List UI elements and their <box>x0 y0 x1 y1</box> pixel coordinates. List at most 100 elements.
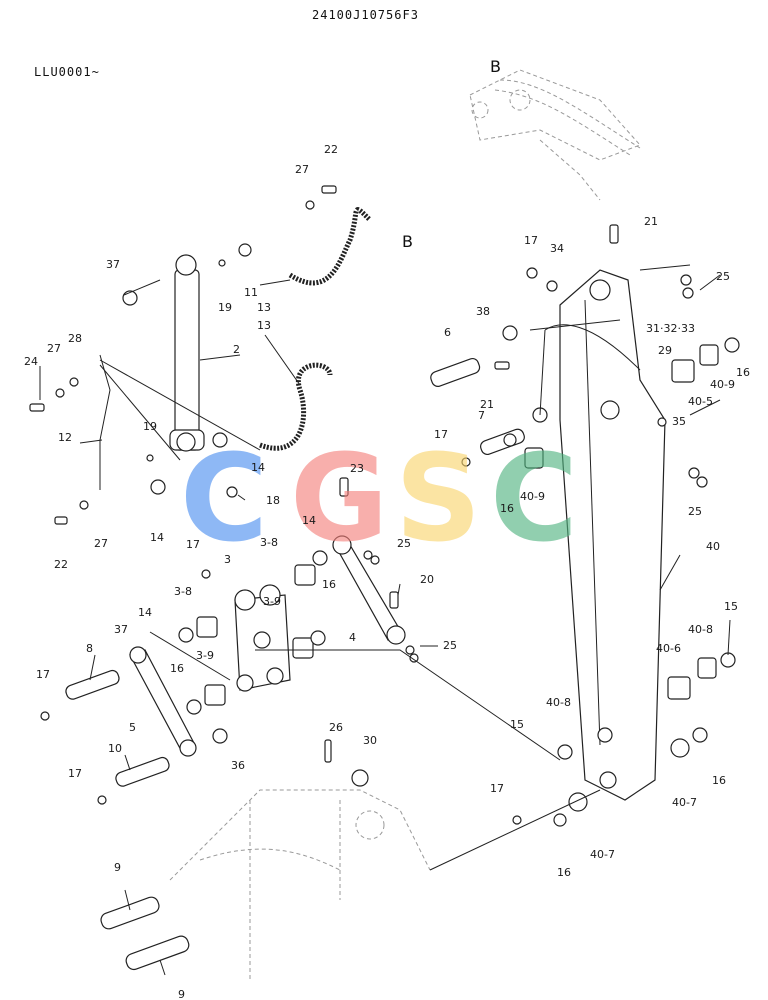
callout: 22 <box>324 143 338 156</box>
callout: 21 <box>644 215 658 228</box>
callout: 3-8 <box>174 585 192 598</box>
pipe-12 <box>99 354 111 490</box>
callout: 18 <box>266 494 280 507</box>
link-5 <box>129 646 197 757</box>
callout: 24 <box>24 355 38 368</box>
callout: 3-8 <box>260 536 278 549</box>
callout: 16 <box>322 578 336 591</box>
callout: 17 <box>186 538 200 551</box>
callout: 13 <box>257 319 271 332</box>
callout: 40-5 <box>688 395 713 408</box>
watermark-letter-4: C <box>490 430 578 569</box>
callout: 10 <box>108 742 122 755</box>
callout: 35 <box>672 415 686 428</box>
callout: 17 <box>490 782 504 795</box>
callout: 25 <box>716 270 730 283</box>
callout: 17 <box>524 234 538 247</box>
callout: 40-9 <box>710 378 735 391</box>
pin-10 <box>115 756 170 787</box>
callout: 16 <box>500 502 514 515</box>
callout: 20 <box>420 573 434 586</box>
watermark-letter-3: S <box>395 430 481 569</box>
callout: 4 <box>349 631 356 644</box>
callout: 36 <box>231 759 245 772</box>
callout: 14 <box>150 531 164 544</box>
callout: 21 <box>480 398 494 411</box>
callout: 37 <box>114 623 128 636</box>
callout: 15 <box>724 600 738 613</box>
callout: 16 <box>736 366 750 379</box>
callout: 5 <box>129 721 136 734</box>
watermark-letter-2: G <box>290 430 389 569</box>
callout: 17 <box>36 668 50 681</box>
callouts: 22 27 37 11 19 13 2 13 24 27 28 12 19 14… <box>24 143 750 1000</box>
callout: 15 <box>510 718 524 731</box>
callout: 40-7 <box>672 796 697 809</box>
callout: 38 <box>476 305 490 318</box>
pin-9a <box>100 896 160 930</box>
callout: 27 <box>295 163 309 176</box>
watermark-letter-1: C <box>180 430 268 569</box>
callout: 8 <box>86 642 93 655</box>
callout: 31·32·33 <box>646 322 695 335</box>
callout: 30 <box>363 734 377 747</box>
callout: 40-7 <box>590 848 615 861</box>
pin-8 <box>65 669 120 700</box>
pin-6 <box>430 357 481 387</box>
callout: 6 <box>444 326 451 339</box>
callout: 40 <box>706 540 720 553</box>
serial-range: LLU0001~ <box>34 65 100 79</box>
hose-13-upper <box>288 207 372 286</box>
callout: 27 <box>47 342 61 355</box>
callout: 9 <box>178 988 185 1000</box>
callout: 40-6 <box>656 642 681 655</box>
callout: 19 <box>218 301 232 314</box>
callout: 14 <box>138 606 152 619</box>
callout: 3 <box>224 553 231 566</box>
hose-13-lower <box>259 362 333 451</box>
pin-9b <box>125 935 190 971</box>
callout: 14 <box>302 514 316 527</box>
callout: 16 <box>712 774 726 787</box>
callout: 11 <box>244 286 258 299</box>
callout: 27 <box>94 537 108 550</box>
arm-40 <box>532 269 666 801</box>
callout: 25 <box>688 505 702 518</box>
callout: 12 <box>58 431 72 444</box>
callout: 14 <box>251 461 265 474</box>
callout: 13 <box>257 301 271 314</box>
callout: 28 <box>68 332 82 345</box>
callout: 16 <box>557 866 571 879</box>
leader-lines <box>39 264 731 976</box>
part-number: 24100J10756F3 <box>312 8 419 22</box>
callout: 26 <box>329 721 343 734</box>
callout: 3-9 <box>263 595 281 608</box>
view-b-label-top: B <box>490 57 501 76</box>
watermark: C G S C <box>180 430 578 569</box>
link-4 <box>332 535 406 645</box>
link-3 <box>234 584 291 692</box>
callout: 25 <box>397 537 411 550</box>
callout: 22 <box>54 558 68 571</box>
fasteners <box>29 185 708 825</box>
view-b-ghost <box>469 69 641 201</box>
callout: 7 <box>478 409 485 422</box>
callout: 37 <box>106 258 120 271</box>
callout: 23 <box>350 462 364 475</box>
callout: 29 <box>658 344 672 357</box>
bucket-cylinder <box>169 254 205 452</box>
callout: 2 <box>233 343 240 356</box>
view-b-label-mid: B <box>402 232 413 251</box>
callout: 19 <box>143 420 157 433</box>
callout: 40-9 <box>520 490 545 503</box>
callout: 9 <box>114 861 121 874</box>
callout: 25 <box>443 639 457 652</box>
callout: 3-9 <box>196 649 214 662</box>
callout: 16 <box>170 662 184 675</box>
callout: 40-8 <box>546 696 571 709</box>
bushings <box>122 290 740 827</box>
callout: 17 <box>68 767 82 780</box>
callout: 17 <box>434 428 448 441</box>
callout: 34 <box>550 242 564 255</box>
